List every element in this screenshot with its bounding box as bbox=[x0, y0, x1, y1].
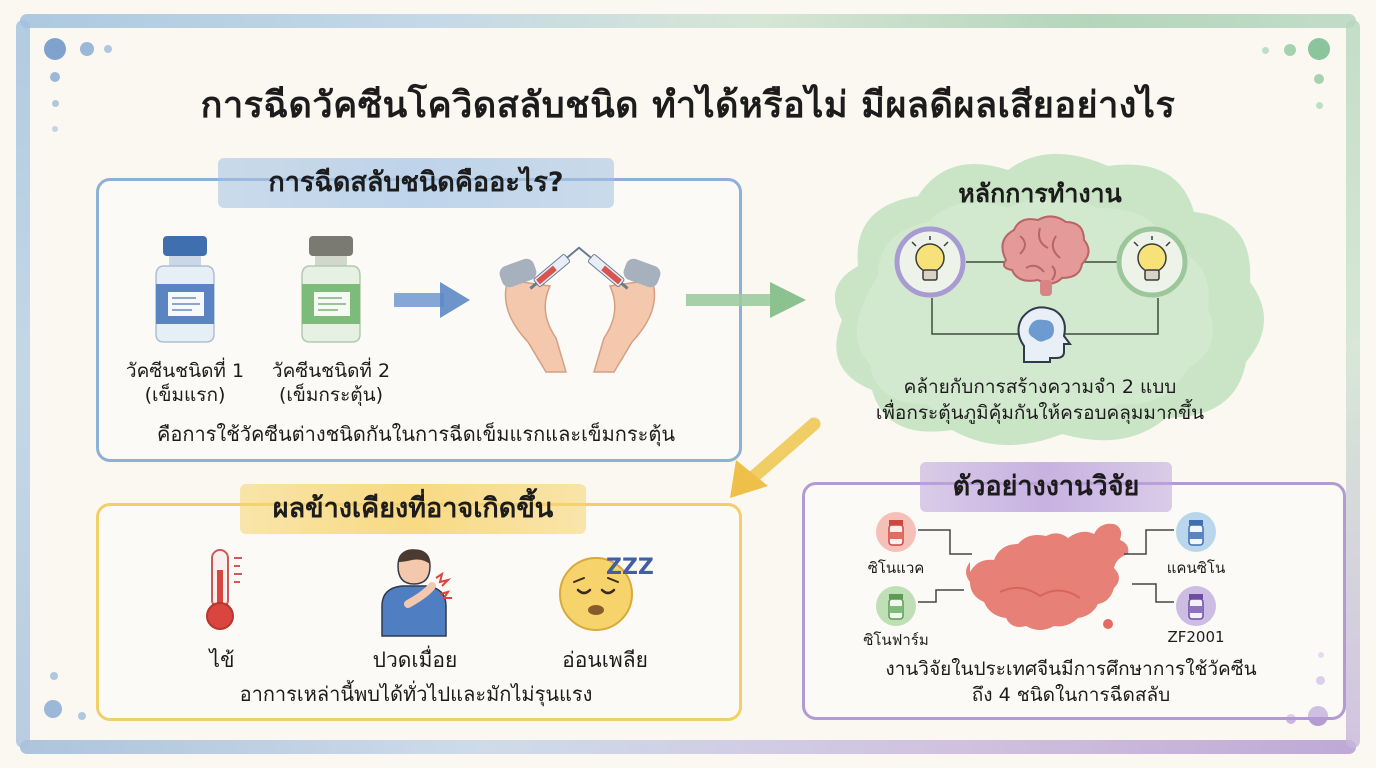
how-it-works-line-2: เพื่อกระตุ้นภูมิคุ้มกันให้ครอบคลุมมากขึ้… bbox=[875, 402, 1205, 424]
sinopharm-vial-icon bbox=[876, 586, 916, 626]
what-is-heading: การฉีดสลับชนิดคืออะไร? bbox=[218, 158, 614, 208]
thermometer-icon bbox=[206, 549, 242, 630]
how-it-works-heading: หลักการทำงาน bbox=[958, 179, 1122, 208]
cansino-vial-icon bbox=[1176, 512, 1216, 552]
vaccine-1-vial-icon bbox=[155, 236, 215, 343]
research-text-line-1: งานวิจัยในประเทศจีนมีการศึกษาการใช้วัคซี… bbox=[885, 658, 1257, 680]
side-effect-fatigue-label: อ่อนเพลีย bbox=[562, 648, 648, 672]
sleep-zzz-text: ZZZ bbox=[606, 555, 654, 580]
frame-left-border bbox=[16, 20, 30, 748]
what-is-description: คือการใช้วัคซีนต่างชนิดกันในการฉีดเข็มแร… bbox=[156, 422, 676, 446]
sleepy-face-icon: ZZZ bbox=[559, 555, 654, 631]
how-it-works-line-1: คล้ายกับการสร้างความจำ 2 แบบ bbox=[903, 376, 1177, 398]
arrow-to-side-effects-icon bbox=[730, 417, 821, 498]
sinovac-vial-icon bbox=[876, 512, 916, 552]
frame-bottom-border bbox=[20, 740, 1356, 754]
page-title: การฉีดวัคซีนโควิดสลับชนิด ทำได้หรือไม่ ม… bbox=[200, 85, 1176, 126]
zf2001-label: ZF2001 bbox=[1167, 628, 1225, 646]
arrow-right-icon bbox=[394, 282, 470, 318]
research-heading: ตัวอย่างงานวิจัย bbox=[920, 462, 1172, 512]
sinopharm-label: ซิโนฟาร์ม bbox=[863, 631, 929, 649]
side-effect-fever-label: ไข้ bbox=[209, 648, 235, 672]
lightbulb-left-icon bbox=[894, 226, 966, 298]
vaccine-1-label: วัคซีนชนิดที่ 1 bbox=[125, 360, 245, 382]
research-text-line-2: ถึง 4 ชนิดในการฉีดสลับ bbox=[971, 684, 1171, 706]
how-it-works-text: คล้ายกับการสร้างความจำ 2 แบบ เพื่อกระตุ้… bbox=[820, 374, 1260, 426]
zf2001-vial-icon bbox=[1176, 586, 1216, 626]
cansino-label: แคนซิโน bbox=[1166, 559, 1226, 577]
arrow-to-cloud-icon bbox=[686, 282, 806, 318]
side-effects-heading: ผลข้างเคียงที่อาจเกิดขึ้น bbox=[240, 484, 586, 534]
vaccine-2-sub: (เข็มกระตุ้น) bbox=[278, 384, 384, 406]
vaccine-2-label: วัคซีนชนิดที่ 2 bbox=[271, 360, 391, 382]
china-map-icon bbox=[966, 523, 1129, 630]
side-effects-note: อาการเหล่านี้พบได้ทั่วไปและมักไม่รุนแรง bbox=[239, 682, 593, 706]
head-profile-icon bbox=[1017, 306, 1072, 363]
frame-top-border bbox=[20, 14, 1356, 28]
frame-right-border bbox=[1346, 20, 1360, 748]
lightbulb-right-icon bbox=[1116, 226, 1188, 298]
side-effect-ache-label: ปวดเมื่อย bbox=[372, 648, 458, 672]
sinovac-label: ซิโนแวค bbox=[867, 559, 925, 577]
injection-arms-icon bbox=[499, 246, 661, 373]
vaccine-1-sub: (เข็มแรก) bbox=[144, 384, 226, 406]
research-connector-lines bbox=[918, 529, 1174, 603]
brain-icon bbox=[1001, 215, 1090, 296]
vaccine-2-vial-icon bbox=[301, 236, 361, 343]
person-pain-icon bbox=[381, 549, 452, 637]
